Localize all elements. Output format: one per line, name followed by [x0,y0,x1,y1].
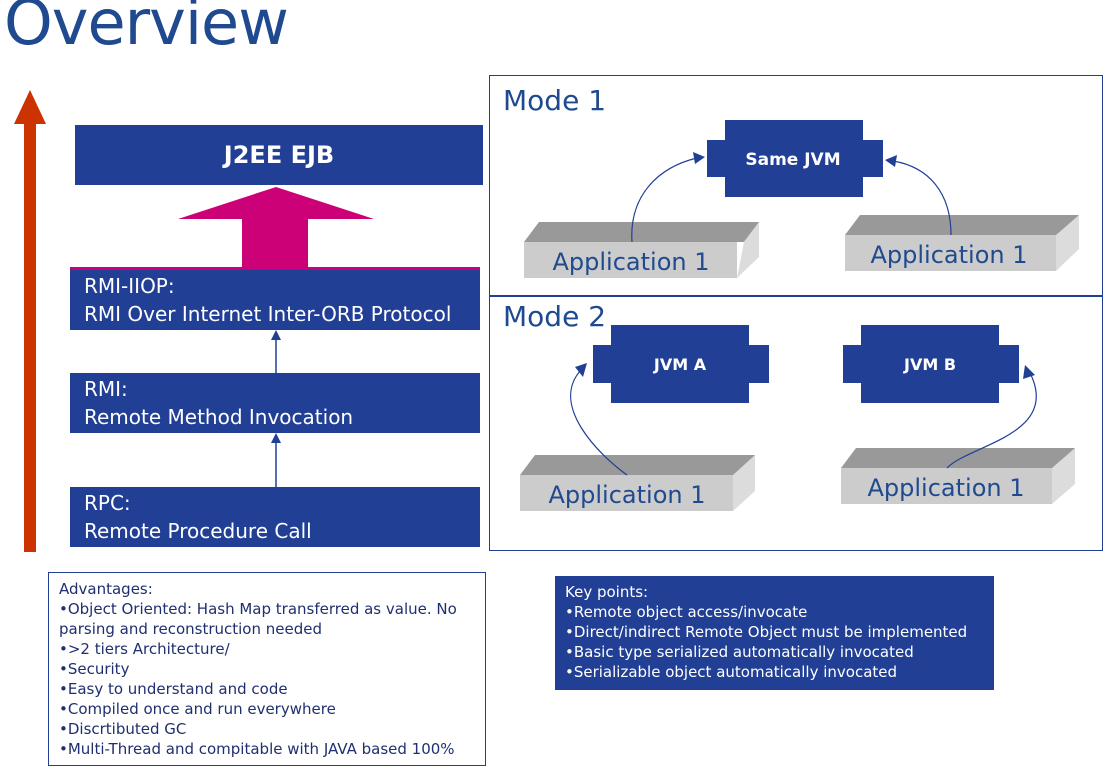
rmi-iiop-box: RMI-IIOP: RMI Over Internet Inter-ORB Pr… [70,270,480,330]
same-jvm-box: Same JVM [707,120,883,197]
j2ee-ejb-box: J2EE EJB [75,125,483,185]
rmi-iiop-desc: RMI Over Internet Inter-ORB Protocol [84,302,452,326]
rmi-name: RMI: [84,377,128,401]
connector-arrow-icon [271,433,281,487]
advantage-item: parsing and reconstruction needed [59,620,322,638]
application-box: Application 1 [845,215,1079,271]
advantage-item: •Easy to understand and code [59,680,288,698]
application-label: Application 1 [868,474,1025,502]
advantage-item: •Multi-Thread and compitable with JAVA b… [59,740,455,758]
application-label: Application 1 [549,481,706,509]
call-arrow [892,160,952,236]
mode-2-diagram: JVM A JVM B Application 1 Application 1 [520,325,1075,511]
rpc-desc: Remote Procedure Call [84,519,312,543]
key-point-item: •Serializable object automatically invoc… [565,663,898,681]
application-box: Application 1 [841,448,1075,504]
advantage-item: •Compiled once and run everywhere [59,700,336,718]
rpc-name: RPC: [84,491,131,515]
jvm-a-label: JVM A [653,355,707,374]
advantage-item: •Discrtibuted GC [59,720,187,738]
page-title: Overview [4,0,289,59]
key-point-item: •Direct/indirect Remote Object must be i… [565,623,968,641]
advantage-item: •>2 tiers Architecture/ [59,640,230,658]
mode-2-panel [489,295,1103,551]
mode-1-panel [489,75,1103,297]
rmi-iiop-name: RMI-IIOP: [84,274,175,298]
rmi-desc: Remote Method Invocation [84,405,354,429]
advantage-item: •Security [59,660,130,678]
application-label: Application 1 [553,248,710,276]
connector-arrow-icon [271,330,281,373]
call-arrow [946,374,1037,469]
application-box: Application 1 [524,222,759,278]
key-point-item: •Basic type serialized automatically inv… [565,643,914,661]
jvm-b-label: JVM B [903,355,956,374]
advantage-item: •Object Oriented: Hash Map transferred a… [59,600,457,618]
key-point-item: •Remote object access/invocate [565,603,808,621]
application-box: Application 1 [520,455,755,511]
big-up-arrow-icon [70,187,480,273]
advantages-box: Advantages: •Object Oriented: Hash Map t… [48,572,486,766]
j2ee-ejb-label: J2EE EJB [223,141,335,169]
mode-1-diagram: Same JVM Application 1 Application 1 [524,120,1079,278]
call-arrow [570,369,628,476]
key-points-box: Key points: •Remote object access/invoca… [555,576,994,690]
rmi-box: RMI: Remote Method Invocation [70,373,480,433]
key-points-heading: Key points: [565,583,649,601]
call-arrow [631,157,698,243]
jvm-b-box: JVM B [843,325,1019,403]
advantages-heading: Advantages: [59,580,153,598]
mode-2-label: Mode 2 [503,300,607,333]
mode-1-label: Mode 1 [503,84,607,117]
same-jvm-label: Same JVM [745,150,840,170]
application-label: Application 1 [871,241,1028,269]
up-arrow-icon [14,90,46,552]
rpc-box: RPC: Remote Procedure Call [70,487,480,547]
jvm-a-box: JVM A [593,325,769,403]
